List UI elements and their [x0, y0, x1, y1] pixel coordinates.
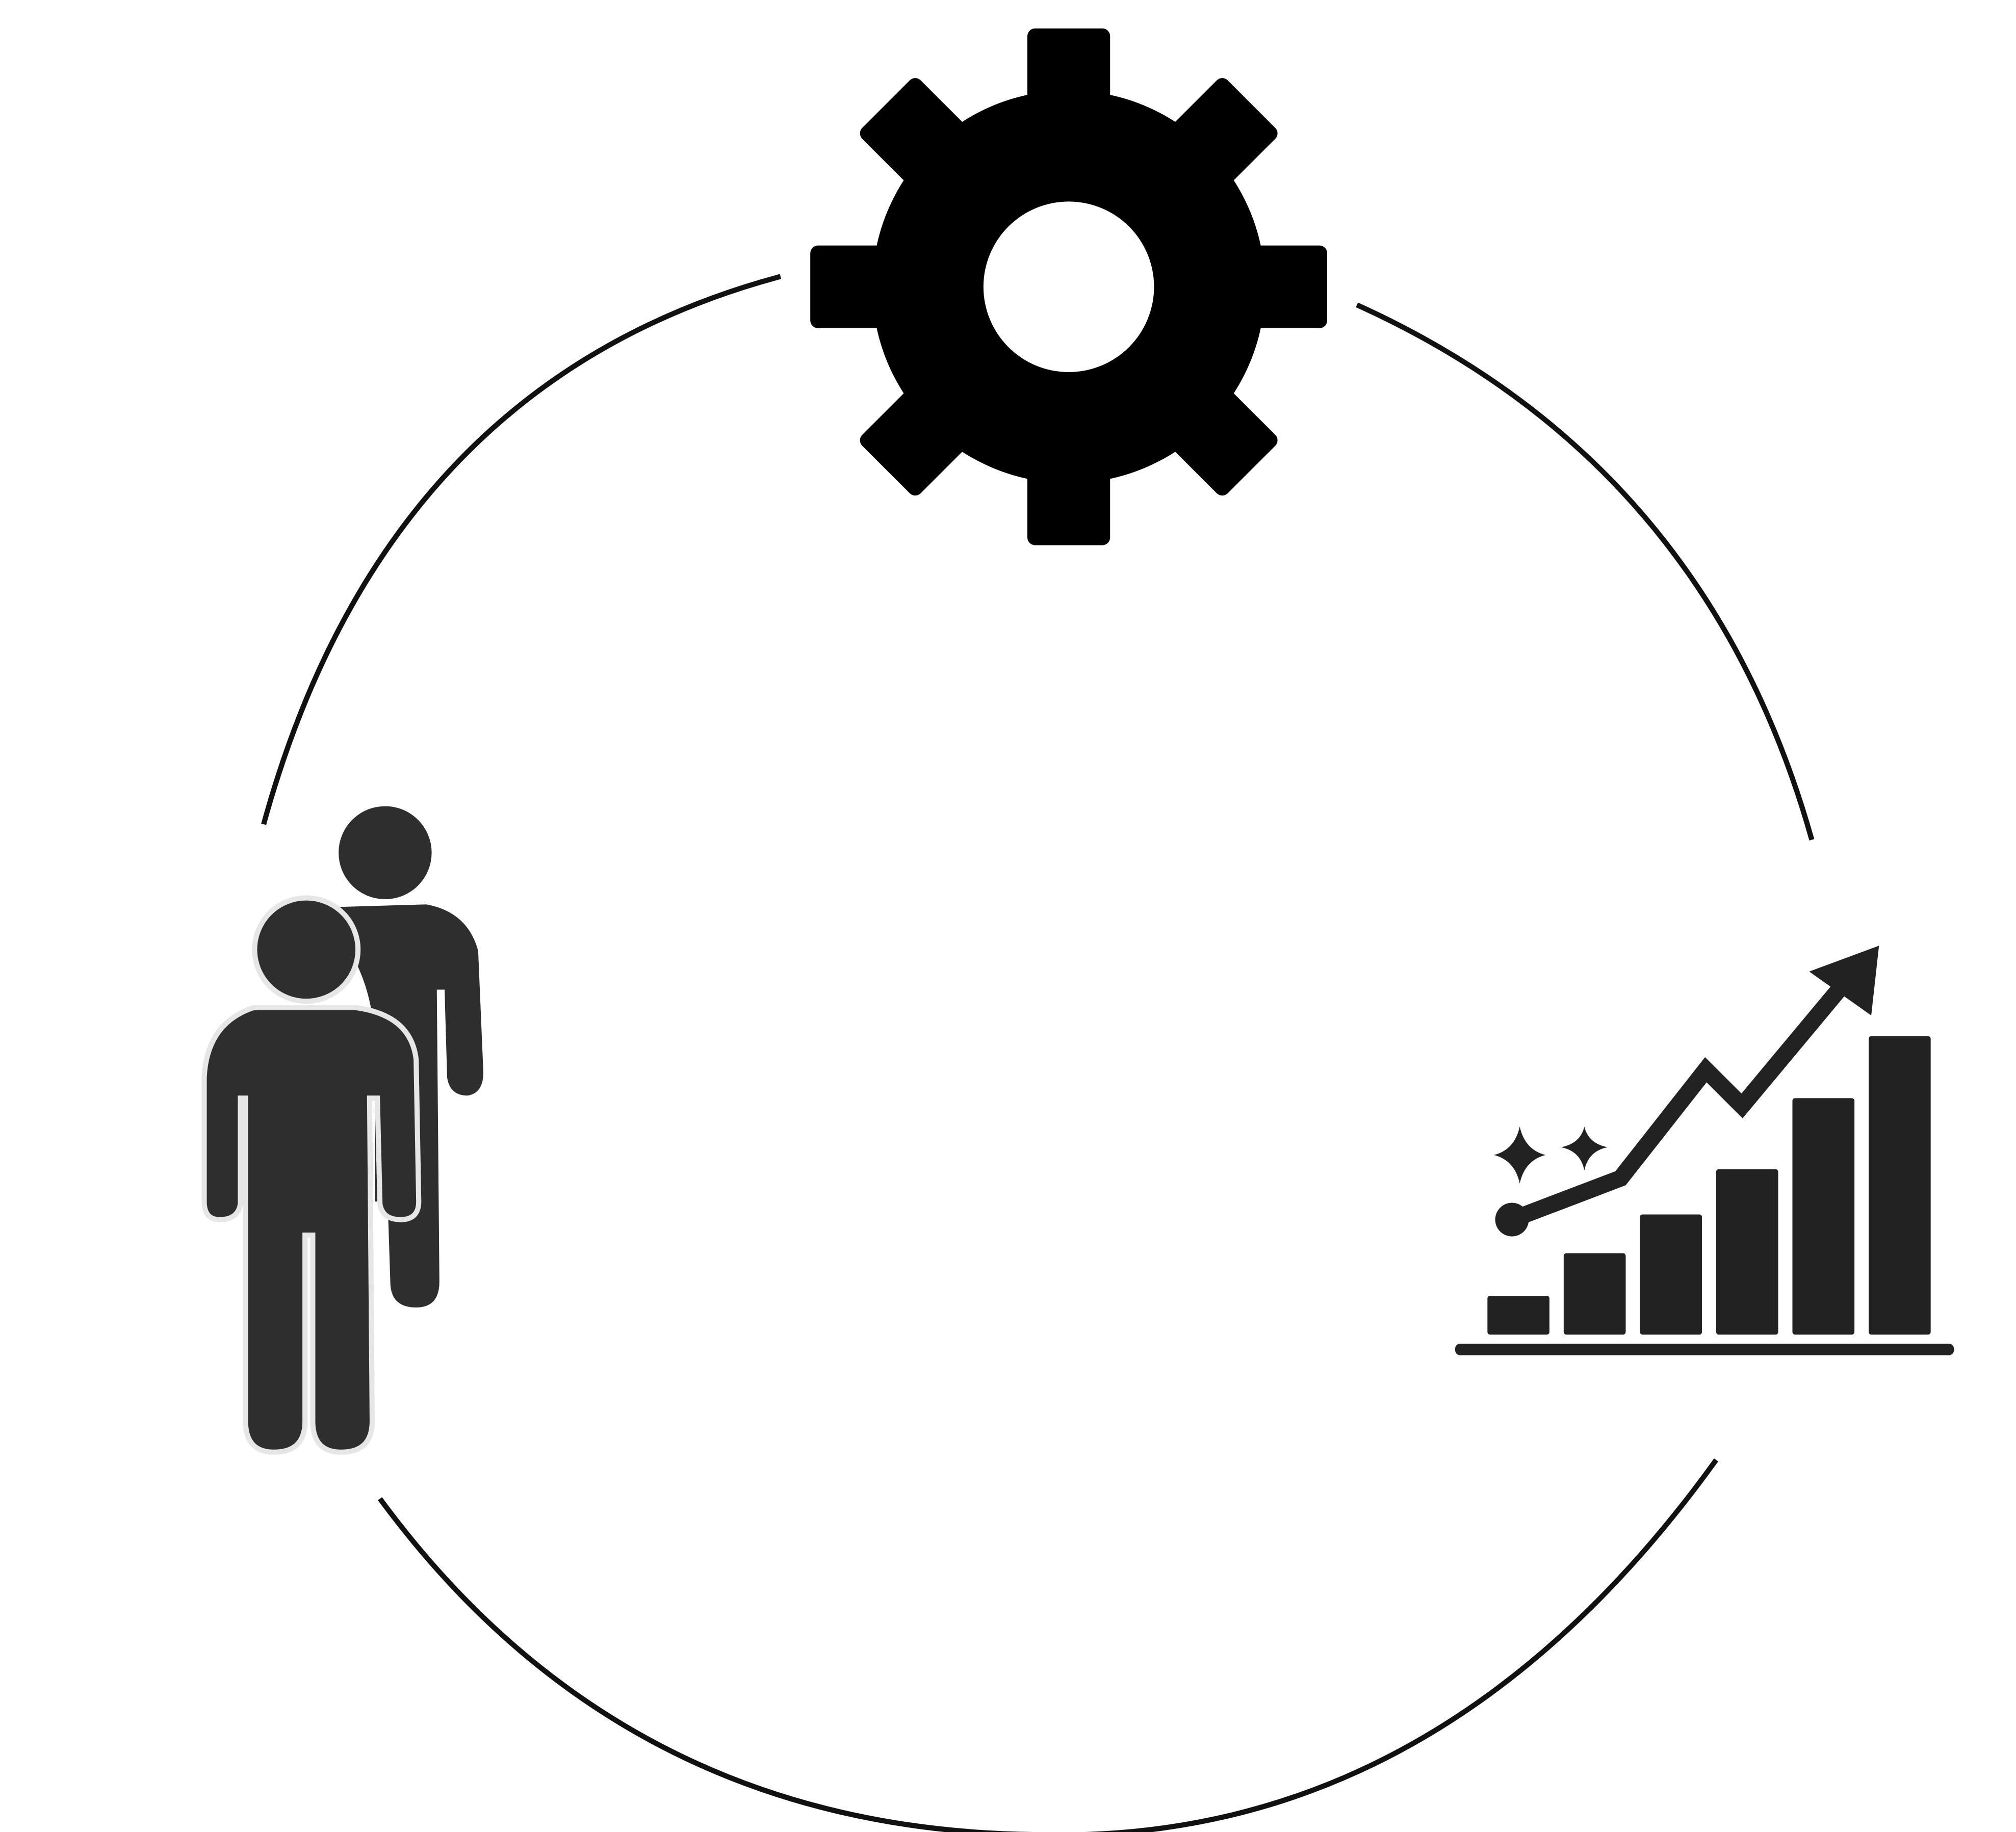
ring-arc-top-right: [1356, 302, 1815, 841]
gear-icon: [810, 28, 1328, 545]
chart-bar: [1716, 1169, 1778, 1335]
people-icon: [201, 806, 483, 1455]
ring-arc-bottom: [378, 1458, 1719, 1832]
chart-baseline: [1455, 1343, 1954, 1355]
ring-arc-top-left: [261, 274, 782, 825]
chart-bar: [1563, 1253, 1626, 1335]
growth-chart-icon: [1455, 946, 1954, 1355]
sparkle-icon: [1561, 1127, 1608, 1171]
trend-arrow-head: [1809, 946, 1879, 1016]
trend-line: [1509, 976, 1852, 1228]
sparkle-icon: [1493, 1127, 1546, 1184]
chart-bar: [1792, 1098, 1855, 1335]
chart-bar: [1640, 1214, 1702, 1335]
cycle-ring: [261, 274, 1815, 1832]
chart-bar: [1869, 1036, 1931, 1335]
chart-bar: [1487, 1296, 1549, 1335]
person-front: [201, 895, 422, 1455]
